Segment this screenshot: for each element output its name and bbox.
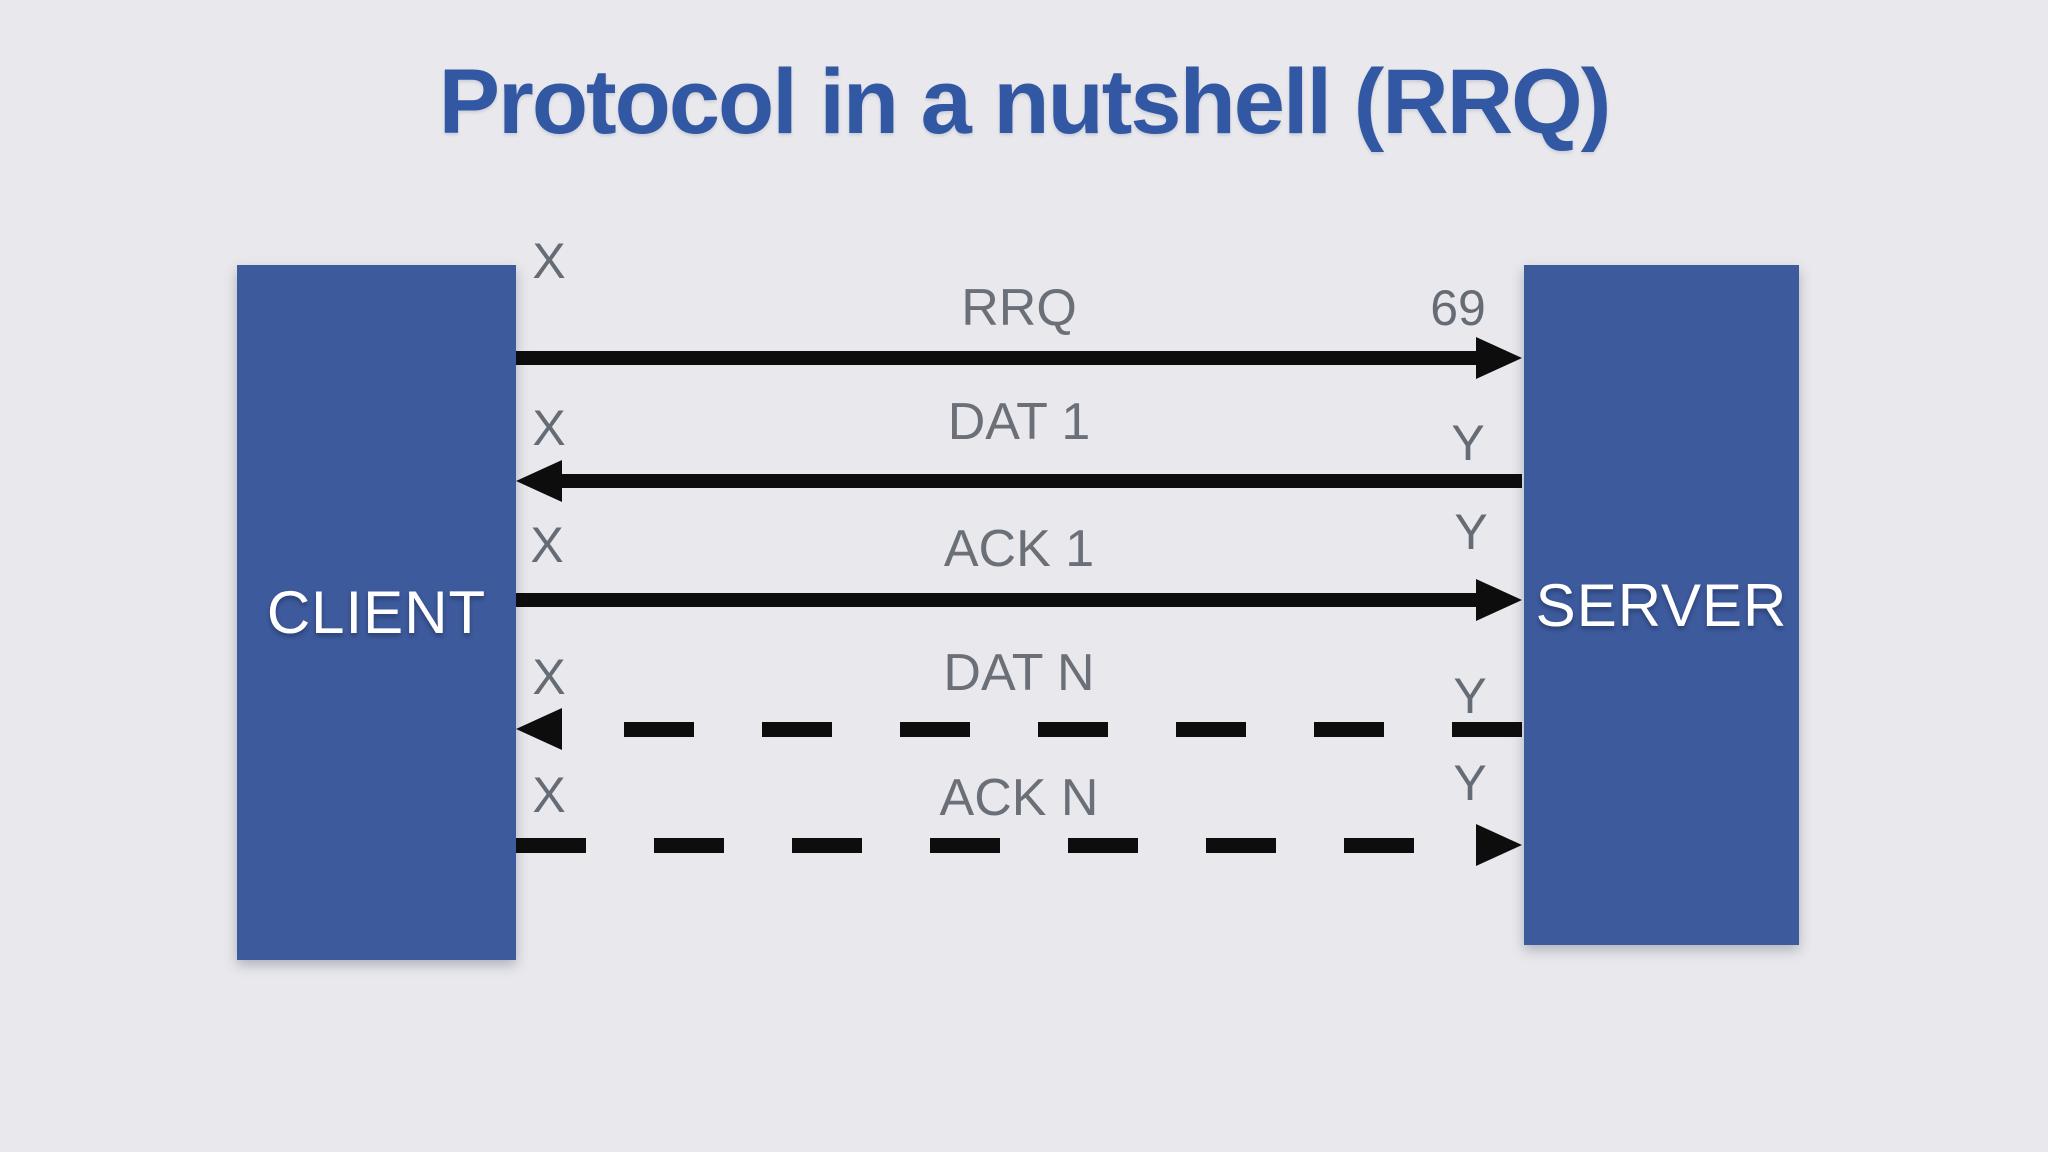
arrow-shaft (516, 351, 1480, 365)
arrow-rrq (516, 336, 1522, 380)
server-label: SERVER (1535, 571, 1788, 639)
arrow-shaft (516, 593, 1480, 607)
message-label-ack1: ACK 1 (943, 520, 1095, 578)
arrow-ackn (516, 823, 1522, 867)
message-label-ackn: ACK N (939, 769, 1099, 827)
client-box: CLIENT (237, 265, 516, 960)
slide-title: Protocol in a nutshell (RRQ) (438, 51, 1612, 153)
arrow-shaft-dashed (516, 838, 1474, 853)
arrow-datn (516, 707, 1522, 751)
arrowhead-left-icon (516, 708, 562, 750)
client-label: CLIENT (266, 579, 487, 646)
message-label-rrq: RRQ (961, 279, 1077, 337)
client-port-label: X (530, 517, 564, 573)
arrowhead-right-icon (1476, 824, 1522, 866)
message-label-dat1: DAT 1 (947, 393, 1091, 451)
client-port-label: X (532, 233, 566, 289)
server-box: SERVER (1524, 265, 1799, 945)
arrow-dat1 (516, 459, 1522, 503)
arrowhead-left-icon (516, 460, 562, 502)
arrow-ack1 (516, 578, 1522, 622)
arrow-shaft (558, 474, 1522, 488)
arrowhead-right-icon (1476, 579, 1522, 621)
server-port-label: Y (1451, 415, 1485, 471)
arrowhead-right-icon (1476, 337, 1522, 379)
server-port-label: 69 (1430, 280, 1486, 336)
server-port-label: Y (1454, 504, 1488, 560)
client-port-label: X (532, 767, 566, 823)
message-label-datn: DAT N (943, 644, 1095, 702)
client-port-label: X (532, 649, 566, 705)
server-port-label: Y (1453, 755, 1487, 811)
client-port-label: X (532, 400, 566, 456)
arrow-shaft-dashed (574, 722, 1522, 737)
server-port-label: Y (1453, 668, 1487, 724)
